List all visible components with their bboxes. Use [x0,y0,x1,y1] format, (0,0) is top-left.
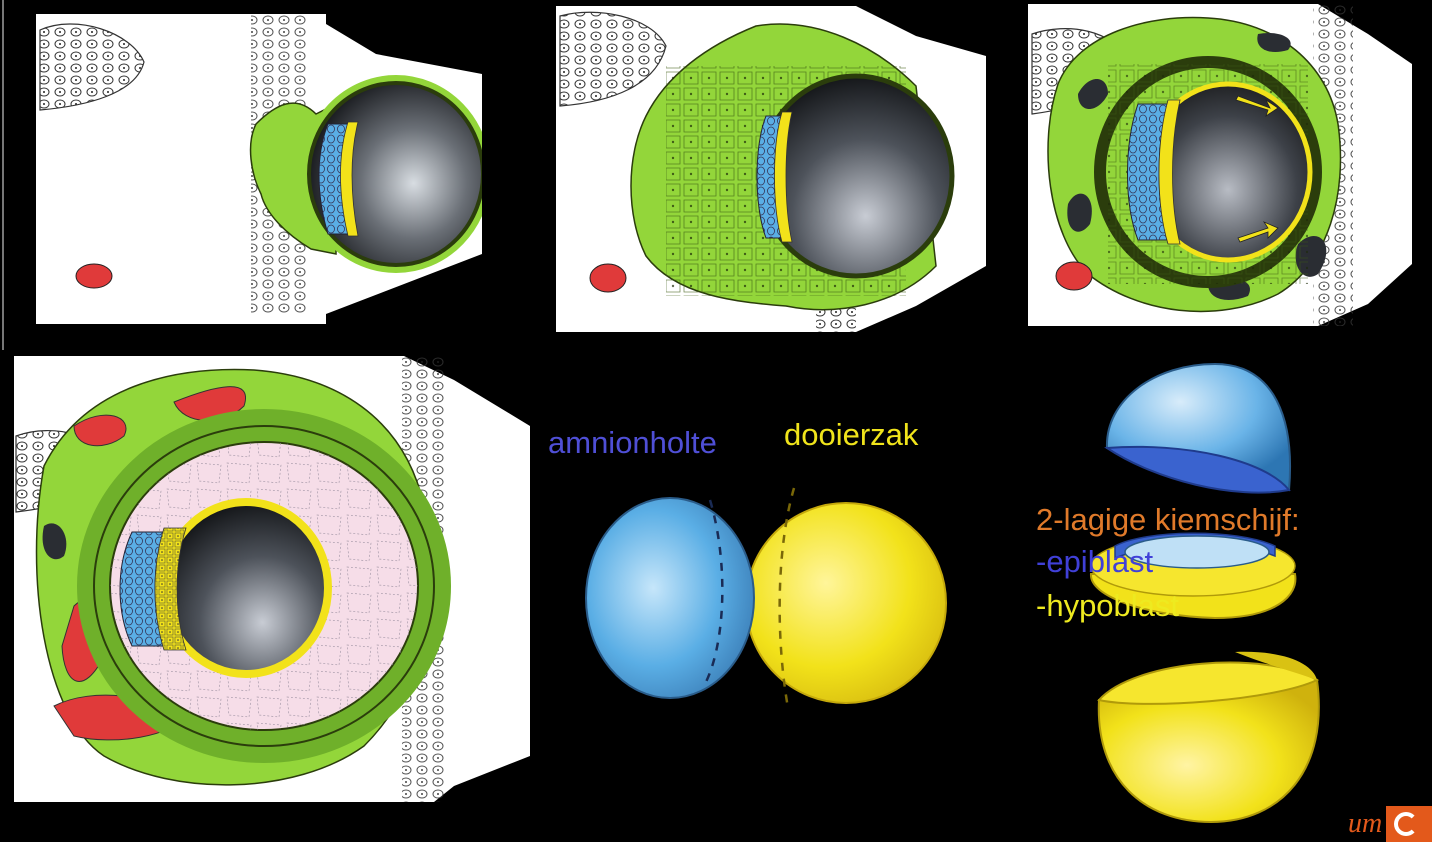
arrow-icon [1235,95,1279,243]
label-dooierzak: dooierzak [784,417,919,452]
red-blood-cell-icon [75,263,113,289]
label-epiblast: -epiblast [1036,544,1154,579]
red-blood-cell-icon [589,263,627,293]
panel-two-layer-disc-section [14,356,530,802]
label-amnionholte: amnionholte [548,425,717,460]
amnion-yolk-spheres [585,487,947,709]
panel-implantation-early [36,14,482,324]
panel-lacunae [1028,4,1412,326]
umc-logo: um [1348,806,1432,842]
amnion-shape [585,497,755,699]
label-hypoblast: -hypoblast [1036,588,1180,623]
slide-edge [2,0,4,350]
panel-implantation-mid [556,6,986,332]
logo-text: um [1348,808,1383,839]
kiemschijf-exploded-view [1089,362,1320,824]
yolk-sac-shape [745,502,947,704]
label-kiemschijf-title: 2-lagige kiemschijf: [1036,502,1300,537]
red-blood-cell-icon [1055,261,1093,291]
logo-icon [1386,806,1432,842]
